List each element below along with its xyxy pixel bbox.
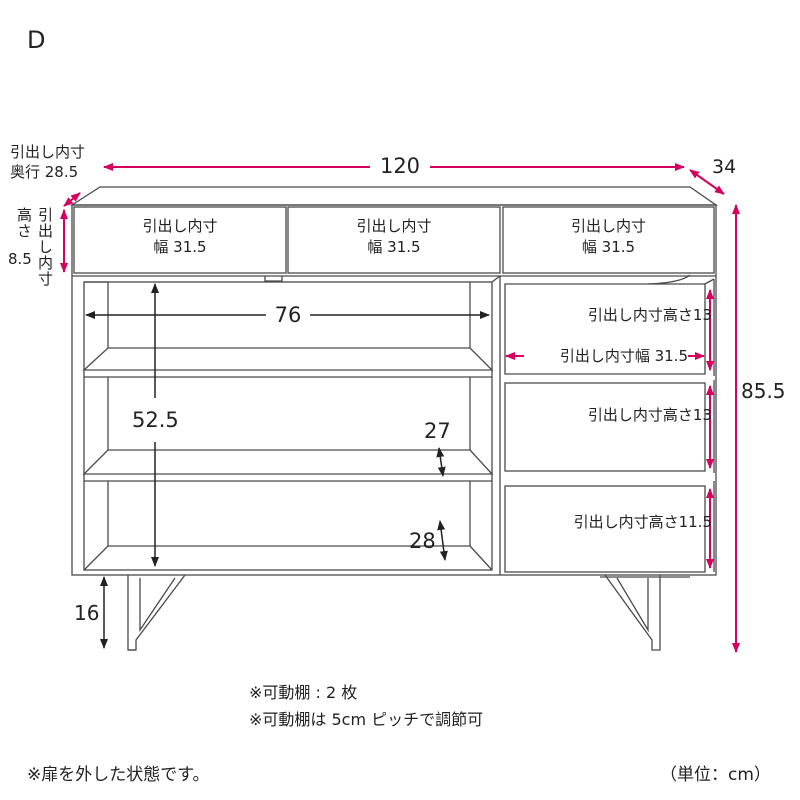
dim-shelf-gap-1 [436, 447, 446, 477]
top-drawer-3-line1: 引出し内寸 [570, 217, 646, 235]
side-drawer-3-height: 引出し内寸高さ11.5 [573, 513, 712, 531]
side-drawer-1-height: 引出し内寸高さ13 [587, 306, 712, 324]
topdrawer-height-value: 8.5 [8, 250, 32, 268]
footnote-door-removed: ※扉を外した状態です。 [27, 765, 210, 785]
panel-label: D [27, 26, 46, 54]
topdrawer-depth-line1: 引出し内寸 [10, 143, 86, 161]
side-drawer-2-height: 引出し内寸高さ13 [587, 406, 712, 424]
dim-open-height: 52.5 [132, 408, 179, 432]
dim-shelf-gap-2-label: 28 [409, 529, 436, 553]
dim-depth: 34 [712, 156, 737, 178]
note-movable-shelves: ※可動棚 : 2 枚 [249, 683, 358, 702]
dim-topdrawer-depth-line [63, 192, 81, 207]
dim-height: 85.5 [741, 379, 786, 403]
dim-shelf-gap-1-label: 27 [424, 419, 451, 443]
right-leg [604, 574, 661, 651]
dim-width: 120 [370, 154, 430, 178]
top-drawer-1: 引出し内寸 幅 31.5 [74, 216, 286, 258]
dim-depth-line [689, 169, 725, 195]
top-drawer-1-line2: 幅 31.5 [153, 238, 207, 256]
top-surface [69, 186, 719, 206]
topdrawer-depth-label: 引出し内寸 奥行 28.5 [10, 142, 85, 182]
top-drawer-3: 引出し内寸 幅 31.5 [503, 216, 714, 258]
side-drawer-width: 引出し内寸幅 31.5 [524, 345, 688, 366]
left-leg [127, 574, 186, 651]
cabinet-body [71, 204, 717, 576]
top-drawer-3-line2: 幅 31.5 [581, 238, 636, 256]
footnote-units: （単位：cm） [660, 765, 771, 785]
top-drawer-2-line1: 引出し内寸 [356, 217, 432, 235]
note-shelf-pitch: ※可動棚は 5cm ピッチで調節可 [249, 710, 484, 729]
top-drawer-1-line1: 引出し内寸 [142, 217, 218, 235]
topdrawer-height-side: 高さ [15, 207, 33, 239]
top-drawer-2-line2: 幅 31.5 [367, 238, 421, 256]
topdrawer-depth-line2: 奥行 28.5 [10, 163, 79, 181]
open-compartment [83, 281, 493, 571]
dim-shelf-gap-2 [437, 520, 448, 561]
topdrawer-height-vertical: 引出し内寸 [36, 207, 54, 287]
top-drawer-2: 引出し内寸 幅 31.5 [288, 216, 500, 258]
dim-leg-height-label: 16 [74, 601, 100, 625]
dim-open-width: 76 [274, 303, 302, 327]
